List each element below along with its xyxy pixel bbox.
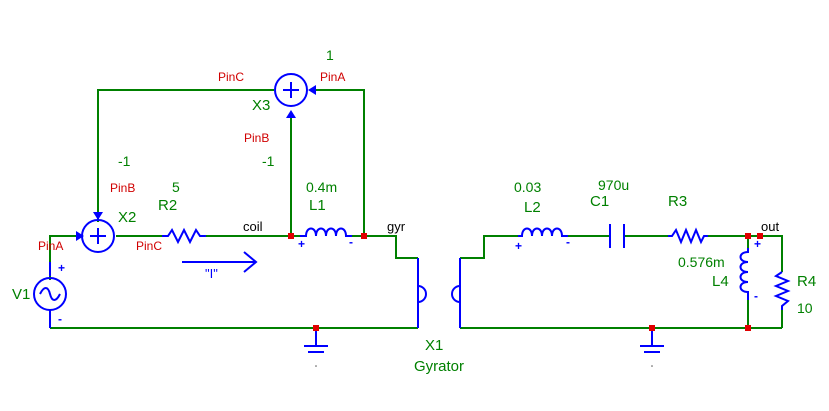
wire-x3-to-x2 [97,89,274,222]
node-ground-left [313,325,319,331]
x3-pina-label: PinA [320,70,345,84]
resistor-r3: R3 [668,193,708,245]
l2-plus-sign: + [515,239,522,253]
resistor-r2: R2 [158,197,206,245]
net-label-gyr: gyr [387,219,406,234]
wire-r3-out [708,235,783,272]
node-out-2 [757,233,763,239]
x3-pinb-arrow [286,110,296,118]
l1-value: 0.4m [306,179,337,195]
wire-l1-gyr [352,235,418,259]
c1-label: C1 [590,193,609,210]
c1-value: 970u [598,177,629,193]
x2-label: X2 [118,209,136,226]
x3-gain-a: 1 [326,47,334,63]
x1-label: X1 [425,337,443,354]
l4-plus-sign: + [754,237,761,251]
ground-symbol-right [640,331,664,367]
v1-minus-sign: - [58,312,62,326]
l4-value: 0.576m [678,254,725,270]
node-gyr [361,233,367,239]
node-ground-right [649,325,655,331]
x3-pinc-label: PinC [218,70,244,84]
r3-label: R3 [668,193,687,210]
l1-label: L1 [309,197,326,214]
voltage-source-v1: + - V1 [12,261,67,328]
node-out [745,233,751,239]
ground-symbol-left [304,331,328,367]
r2-label: R2 [158,197,177,214]
node-coil [288,233,294,239]
current-arrow: "I" [182,251,258,281]
x3-gain-b: -1 [262,153,275,169]
l1-plus-sign: + [298,237,305,251]
resistor-r4: R4 10 [773,271,816,316]
x2-pinb-arrow [93,212,103,220]
r4-value: 10 [797,300,813,316]
l2-minus-sign: - [566,235,570,249]
l1-minus-sign: - [349,235,353,249]
node-l4-ground [745,325,751,331]
inductor-l4: + - 0.576m L4 [678,237,761,303]
inductor-l2: + - 0.03 L2 [514,179,570,253]
wires [49,89,783,329]
x2-pina-label: PinA [38,239,63,253]
l4-minus-sign: - [754,289,758,303]
x3-label: X3 [252,97,270,114]
x2-pinc-label: PinC [136,239,162,253]
inductor-l1: + - 0.4m L1 [298,179,353,251]
summer-x3: X3 PinC PinA PinB 1 -1 [218,47,345,169]
v1-label: V1 [12,286,30,303]
gyrator-x1: X1 Gyrator [414,258,464,375]
net-label-out: out [761,219,779,234]
l2-value: 0.03 [514,179,541,195]
capacitor-c1: 970u C1 [590,177,629,248]
x3-pinb-label: PinB [244,131,269,145]
x2-pina-arrow [76,231,84,241]
wire-gyr-to-x3 [316,89,365,236]
v1-plus-sign: + [58,261,65,275]
summer-x2: X2 PinA PinB PinC -1 5 [38,153,180,253]
x2-pinb-label: PinB [110,181,135,195]
l2-label: L2 [524,199,541,216]
wire-gyr-l2 [460,235,518,259]
net-label-coil: coil [243,219,263,234]
r4-label: R4 [797,273,816,290]
current-label: "I" [205,266,218,281]
l4-label: L4 [712,273,729,290]
x3-pina-arrow [308,85,316,95]
x1-type-label: Gyrator [414,358,464,375]
x2-gain-c: 5 [172,179,180,195]
x2-gain-b: -1 [118,153,131,169]
junction-nodes [288,233,763,331]
